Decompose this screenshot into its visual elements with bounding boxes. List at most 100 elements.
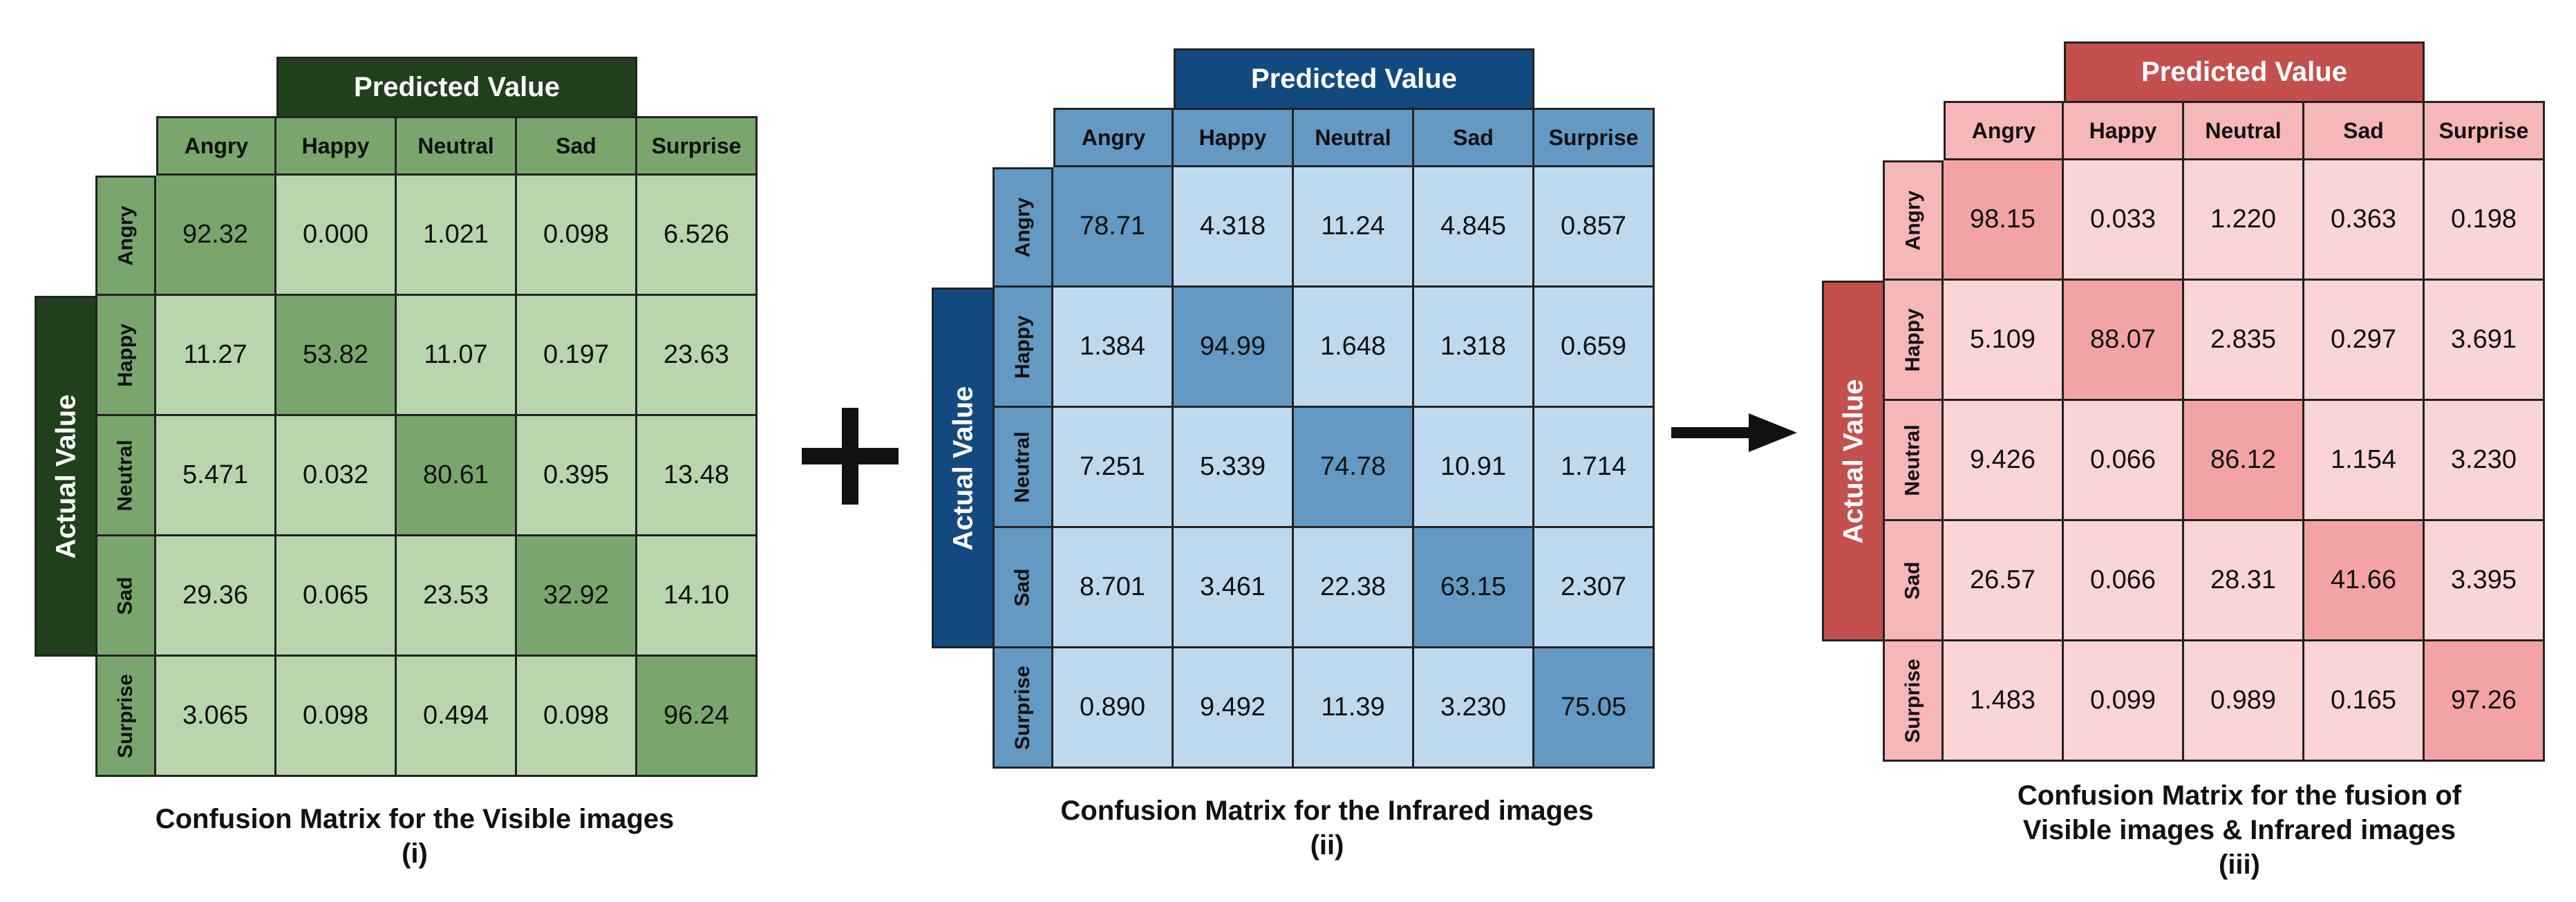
matrix-cell: 0.098 [276, 657, 397, 777]
matrix-cell: 3.461 [1174, 528, 1294, 648]
row-header-label: Surprise [1011, 665, 1034, 750]
matrix-cell: 0.989 [2184, 641, 2304, 762]
caption-infrared: Confusion Matrix for the Infrared images… [981, 793, 1673, 863]
matrix-cell: 0.099 [2064, 641, 2184, 762]
row-header-neutral: Neutral [993, 408, 1053, 528]
column-header-happy: Happy [276, 116, 397, 176]
row-header-surprise: Surprise [1883, 641, 1944, 762]
matrix-cell: 11.07 [397, 296, 517, 416]
row-header-happy: Happy [1883, 281, 1944, 401]
matrix-cell: 3.395 [2425, 521, 2545, 641]
matrix-cell: 1.318 [1414, 288, 1534, 408]
row-header-surprise: Surprise [95, 657, 156, 777]
column-header-surprise: Surprise [1534, 108, 1655, 167]
matrix-cell: 0.297 [2304, 281, 2425, 401]
predicted-value-banner: Predicted Value [2064, 41, 2425, 103]
row-header-label: Happy [1901, 308, 1924, 372]
column-header-neutral: Neutral [1294, 108, 1414, 167]
matrix-cell: 88.07 [2064, 281, 2184, 401]
row-header-surprise: Surprise [993, 648, 1053, 769]
arrow-operator-icon [1671, 413, 1797, 452]
matrix-cell: 3.230 [1414, 648, 1534, 769]
matrix-cell: 5.339 [1174, 408, 1294, 528]
row-header-label: Sad [1011, 567, 1034, 607]
row-header-label: Neutral [1901, 424, 1925, 496]
column-header-sad: Sad [2304, 101, 2425, 160]
column-header-angry: Angry [156, 116, 276, 176]
matrix-cell: 6.526 [637, 176, 758, 296]
matrix-cell: 75.05 [1534, 648, 1655, 769]
matrix-cell: 2.307 [1534, 528, 1655, 648]
matrix-cell: 1.483 [1944, 641, 2064, 762]
matrix-cell: 11.27 [156, 296, 276, 416]
matrix-cell: 11.39 [1294, 648, 1414, 769]
matrix-cell: 22.38 [1294, 528, 1414, 648]
column-header-surprise: Surprise [2425, 101, 2545, 160]
actual-value-label: Actual Value [1838, 379, 1868, 543]
matrix-cell: 96.24 [637, 657, 758, 777]
matrix-cell: 1.648 [1294, 288, 1414, 408]
row-header-sad: Sad [993, 528, 1053, 648]
row-header-neutral: Neutral [1883, 401, 1944, 521]
row-header-label: Angry [114, 205, 137, 266]
corner-blank [95, 116, 156, 176]
plus-operator-icon [802, 408, 899, 505]
actual-value-label: Actual Value [948, 386, 978, 550]
column-header-surprise: Surprise [637, 116, 758, 176]
row-header-label: Surprise [1901, 658, 1924, 743]
caption-line: Visible images & Infrared images [2022, 815, 2456, 845]
row-header-label: Happy [114, 323, 137, 387]
matrix-cell: 0.494 [397, 657, 517, 777]
matrix-cell: 0.198 [2425, 160, 2545, 281]
matrix-cell: 63.15 [1414, 528, 1534, 648]
matrix-cell: 13.48 [637, 416, 758, 536]
matrix-cell: 80.61 [397, 416, 517, 536]
matrix-cell: 11.24 [1294, 167, 1414, 288]
matrix-cell: 5.109 [1944, 281, 2064, 401]
matrix-cell: 74.78 [1294, 408, 1414, 528]
matrix-cell: 10.91 [1414, 408, 1534, 528]
column-header-neutral: Neutral [397, 116, 517, 176]
matrix-cell: 86.12 [2184, 401, 2304, 521]
row-header-sad: Sad [95, 536, 156, 657]
matrix-cell: 0.197 [517, 296, 637, 416]
matrix-cell: 3.230 [2425, 401, 2545, 521]
matrix-cell: 4.845 [1414, 167, 1534, 288]
matrix-cell: 0.098 [517, 657, 637, 777]
actual-value-banner: Actual Value [35, 296, 97, 657]
matrix-cell: 2.835 [2184, 281, 2304, 401]
matrix-cell: 0.033 [2064, 160, 2184, 281]
matrix-cell: 3.691 [2425, 281, 2545, 401]
row-header-happy: Happy [993, 288, 1053, 408]
row-header-label: Angry [1011, 197, 1034, 258]
row-header-happy: Happy [95, 296, 156, 416]
row-header-angry: Angry [1883, 160, 1944, 281]
matrix-cell: 92.32 [156, 176, 276, 296]
matrix-cell: 0.098 [517, 176, 637, 296]
matrix-cell: 97.26 [2425, 641, 2545, 762]
caption-line: (ii) [1310, 830, 1344, 861]
matrix-cell: 0.857 [1534, 167, 1655, 288]
matrix-cell: 1.021 [397, 176, 517, 296]
matrix-cell: 78.71 [1053, 167, 1174, 288]
matrix-cell: 94.99 [1174, 288, 1294, 408]
matrix-cell: 9.492 [1174, 648, 1294, 769]
actual-value-banner: Actual Value [932, 288, 995, 648]
matrix-cell: 23.63 [637, 296, 758, 416]
row-header-label: Angry [1901, 190, 1924, 251]
matrix-cell: 0.363 [2304, 160, 2425, 281]
column-header-angry: Angry [1944, 101, 2064, 160]
row-header-angry: Angry [993, 167, 1053, 288]
row-header-neutral: Neutral [95, 416, 156, 536]
matrix-cell: 4.318 [1174, 167, 1294, 288]
matrix-cell: 0.659 [1534, 288, 1655, 408]
row-header-label: Sad [1901, 561, 1924, 600]
actual-value-label: Actual Value [50, 394, 81, 558]
matrix-cell: 1.154 [2304, 401, 2425, 521]
matrix-cell: 0.890 [1053, 648, 1174, 769]
